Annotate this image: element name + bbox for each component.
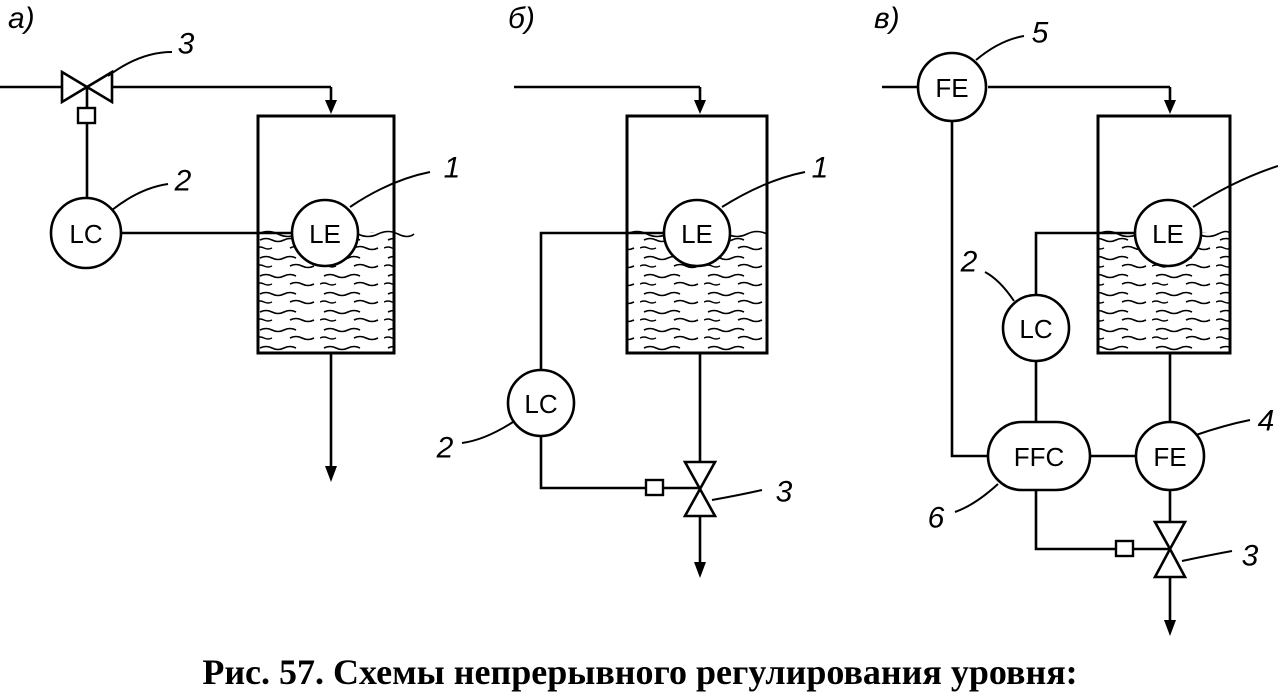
figure-caption: Рис. 57. Схемы непрерывного регулировани… bbox=[202, 652, 1077, 692]
level-controller-c-label: LC bbox=[1019, 314, 1052, 344]
callout-line-b-1 bbox=[721, 171, 806, 208]
callout-b-1: 1 bbox=[812, 152, 829, 185]
callout-line-a-1 bbox=[349, 171, 431, 208]
callout-c-5: 5 bbox=[1032, 17, 1049, 50]
level-sensor-a bbox=[290, 198, 360, 268]
control-valve-a-left bbox=[60, 69, 90, 105]
inflow-arrow-c bbox=[1164, 100, 1176, 114]
control-valve-c-bottom bbox=[1152, 546, 1188, 579]
signal-line-c-sensor bbox=[1034, 231, 1134, 295]
signal-line-b-sensor bbox=[539, 231, 665, 370]
callout-line-b-3 bbox=[711, 489, 763, 501]
valve-actuator-b bbox=[644, 478, 665, 497]
signal-line-c-valve bbox=[1034, 490, 1116, 551]
callout-b-3: 3 bbox=[776, 476, 793, 509]
callout-line-c-5 bbox=[975, 35, 1025, 61]
callout-c-6: 6 bbox=[928, 502, 945, 535]
callout-a-3: 3 bbox=[178, 28, 195, 61]
panel-c: в) FE LE LC FFC bbox=[874, 2, 1278, 636]
level-controller-a bbox=[49, 196, 123, 270]
callout-line-c-2 bbox=[984, 271, 1015, 302]
flow-ratio-controller bbox=[986, 420, 1092, 492]
level-controller-b-label: LC bbox=[524, 389, 557, 419]
outflow-arrow-c bbox=[1164, 620, 1176, 636]
panel-b-label: б) bbox=[508, 2, 535, 35]
flow-sensor-4 bbox=[1134, 420, 1206, 492]
control-valve-c-top bbox=[1152, 520, 1188, 552]
flow-sensor-5 bbox=[916, 51, 988, 123]
level-sensor-a-label: LE bbox=[309, 219, 341, 249]
callout-c-2: 2 bbox=[960, 246, 978, 279]
outflow-arrow-b bbox=[694, 562, 706, 578]
callout-c-4: 4 bbox=[1258, 405, 1275, 438]
level-sensor-c-label: LE bbox=[1152, 219, 1184, 249]
valve-actuator-c bbox=[1114, 539, 1135, 558]
callout-line-c-3 bbox=[1181, 550, 1233, 562]
signal-line-c-fe5 bbox=[950, 121, 988, 458]
level-sensor-b-label: LE bbox=[681, 219, 713, 249]
callout-b-2: 2 bbox=[436, 432, 454, 465]
level-controller-b bbox=[506, 368, 576, 438]
control-valve-a-right bbox=[84, 69, 114, 105]
tank-a bbox=[256, 114, 396, 355]
panel-a: а) LC LE 3 2 1 bbox=[0, 2, 460, 482]
callout-line-a-3 bbox=[107, 51, 173, 77]
callout-line-c-6 bbox=[954, 483, 999, 513]
callout-a-2: 2 bbox=[174, 165, 192, 198]
callout-line-c-4 bbox=[1195, 419, 1251, 436]
tank-c bbox=[1096, 114, 1232, 355]
panel-c-label: в) bbox=[874, 2, 900, 35]
level-sensor-b bbox=[662, 198, 732, 268]
outflow-arrow-a bbox=[325, 466, 337, 482]
panel-b: б) LC LE 1 2 3 bbox=[436, 2, 829, 578]
callout-line-b-2 bbox=[461, 421, 514, 444]
level-sensor-c bbox=[1133, 198, 1203, 268]
callout-a-1: 1 bbox=[444, 152, 461, 185]
valve-actuator-a bbox=[76, 106, 97, 125]
control-valve-b-top bbox=[682, 460, 718, 492]
control-valve-b-bottom bbox=[682, 486, 718, 518]
callout-c-3: 3 bbox=[1242, 540, 1259, 573]
flow-sensor-5-label: FE bbox=[935, 73, 968, 103]
inflow-arrow-a bbox=[325, 100, 337, 114]
inflow-arrow-b bbox=[694, 100, 706, 114]
signal-line-b-valve bbox=[539, 436, 646, 490]
callout-line-a-2 bbox=[111, 183, 169, 211]
level-controller-c bbox=[1001, 293, 1071, 363]
panel-a-label: а) bbox=[8, 2, 35, 35]
callout-line-c-1 bbox=[1192, 165, 1278, 208]
level-controller-a-label: LC bbox=[69, 219, 102, 249]
tank-b bbox=[625, 114, 769, 355]
flow-ratio-controller-label: FFC bbox=[1014, 442, 1065, 472]
flow-sensor-4-label: FE bbox=[1153, 442, 1186, 472]
